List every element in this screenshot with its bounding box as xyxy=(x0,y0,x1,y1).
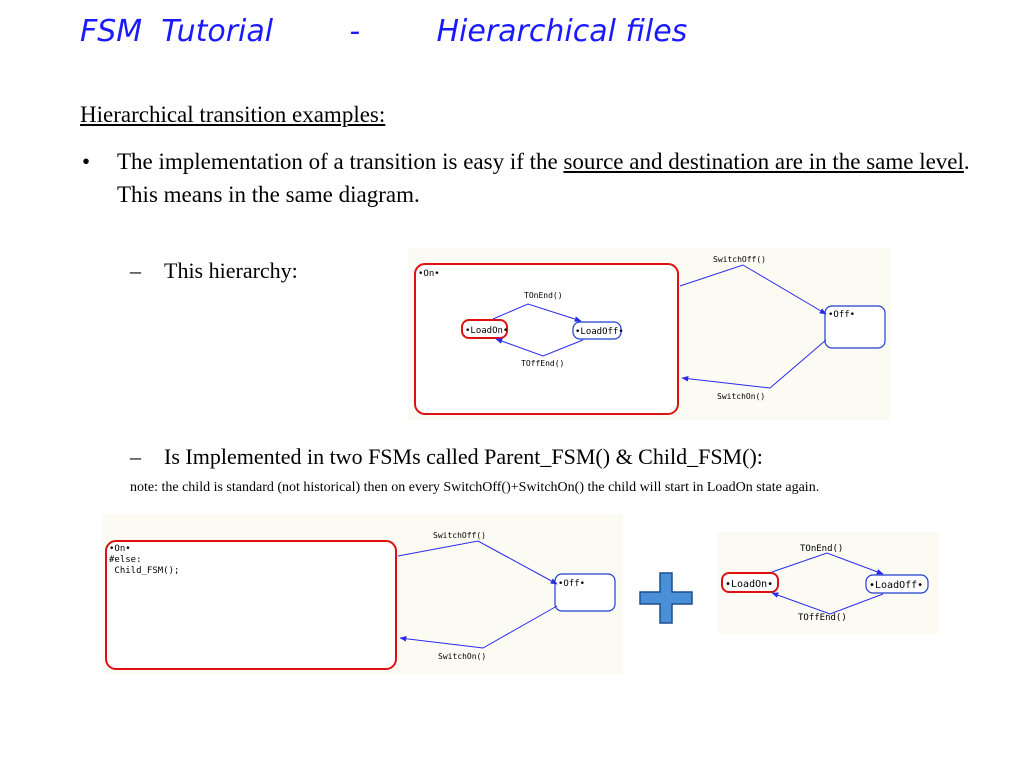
transition-tonend-label: TOnEnd() xyxy=(524,291,563,300)
child-transition-tonend-label: TOnEnd() xyxy=(800,544,843,554)
transition-switchon-arrow xyxy=(681,339,827,389)
parent-transition-switchon-arrow xyxy=(399,605,558,649)
diagram-parent-fsm: •On• #else: Child_FSM(); •Off• SwitchOff… xyxy=(103,514,623,674)
state-on-box xyxy=(414,263,679,415)
section-subtitle: Hierarchical transition examples: xyxy=(80,102,386,127)
parent-state-off-box xyxy=(554,573,616,612)
bullet-text-end: . This means in the same diagram. xyxy=(117,149,970,207)
state-off-label: •Off• xyxy=(828,310,855,320)
transition-switchoff-label: SwitchOff() xyxy=(713,255,766,264)
parent-transition-switchoff-label: SwitchOff() xyxy=(433,531,486,540)
child-transition-toffend-arrow xyxy=(771,592,884,615)
parent-state-on-box xyxy=(105,540,397,670)
transition-switchon-label: SwitchOn() xyxy=(717,392,765,401)
state-on-label: •On• xyxy=(418,269,440,279)
transition-tonend-arrow xyxy=(492,303,582,322)
plus-icon xyxy=(639,572,693,624)
child-state-loadon-box xyxy=(721,572,779,593)
diagram-hierarchy: •On• •Off• •LoadOn• •LoadOff• SwitchOff(… xyxy=(408,248,890,420)
parent-code-line-1: #else: xyxy=(109,555,142,565)
diagram-child-fsm: •LoadOn• •LoadOff• TOnEnd() TOffEnd() xyxy=(717,532,939,634)
bullet-item: • The implementation of a transition is … xyxy=(82,145,982,211)
child-state-loadoff-label: •LoadOff• xyxy=(869,580,923,591)
parent-transition-switchon-label: SwitchOn() xyxy=(438,652,486,661)
sub-marker: – xyxy=(130,258,141,283)
transition-toffend-arrow xyxy=(495,338,584,357)
parent-state-on-label: •On• xyxy=(109,544,131,554)
child-state-loadoff-box xyxy=(865,574,929,594)
child-transition-toffend-label: TOffEnd() xyxy=(798,613,847,623)
sub-item-implementation: –Is Implemented in two FSMs called Paren… xyxy=(130,444,763,470)
state-off-box xyxy=(824,305,886,349)
note-text: note: the child is standard (not histori… xyxy=(130,480,820,495)
sub-item-hierarchy-text: This hierarchy: xyxy=(164,258,298,283)
bullet-marker: • xyxy=(82,149,91,174)
parent-code-line-2: Child_FSM(); xyxy=(109,566,179,576)
transition-switchoff-arrow xyxy=(679,264,827,315)
state-loadon-label: •LoadOn• xyxy=(465,326,508,336)
state-loadoff-label: •LoadOff• xyxy=(575,327,624,337)
state-loadon-box xyxy=(461,319,508,339)
sub-item-hierarchy: –This hierarchy: xyxy=(130,258,298,284)
parent-state-off-label: •Off• xyxy=(558,579,585,589)
child-transition-tonend-arrow xyxy=(771,552,884,575)
bullet-text-start: The implementation of a transition is ea… xyxy=(117,149,564,174)
page-title: FSM Tutorial - Hierarchical files xyxy=(80,14,688,49)
bullet-underlined-text: source and destination are in the same l… xyxy=(563,149,964,174)
transition-toffend-label: TOffEnd() xyxy=(521,359,564,368)
child-state-loadon-label: •LoadOn• xyxy=(725,579,773,590)
parent-transition-switchoff-arrow xyxy=(397,540,558,585)
sub-item-implementation-text: Is Implemented in two FSMs called Parent… xyxy=(164,444,763,469)
sub-marker: – xyxy=(130,444,141,469)
bullet-text: The implementation of a transition is ea… xyxy=(117,145,982,211)
state-loadoff-box xyxy=(572,321,622,340)
